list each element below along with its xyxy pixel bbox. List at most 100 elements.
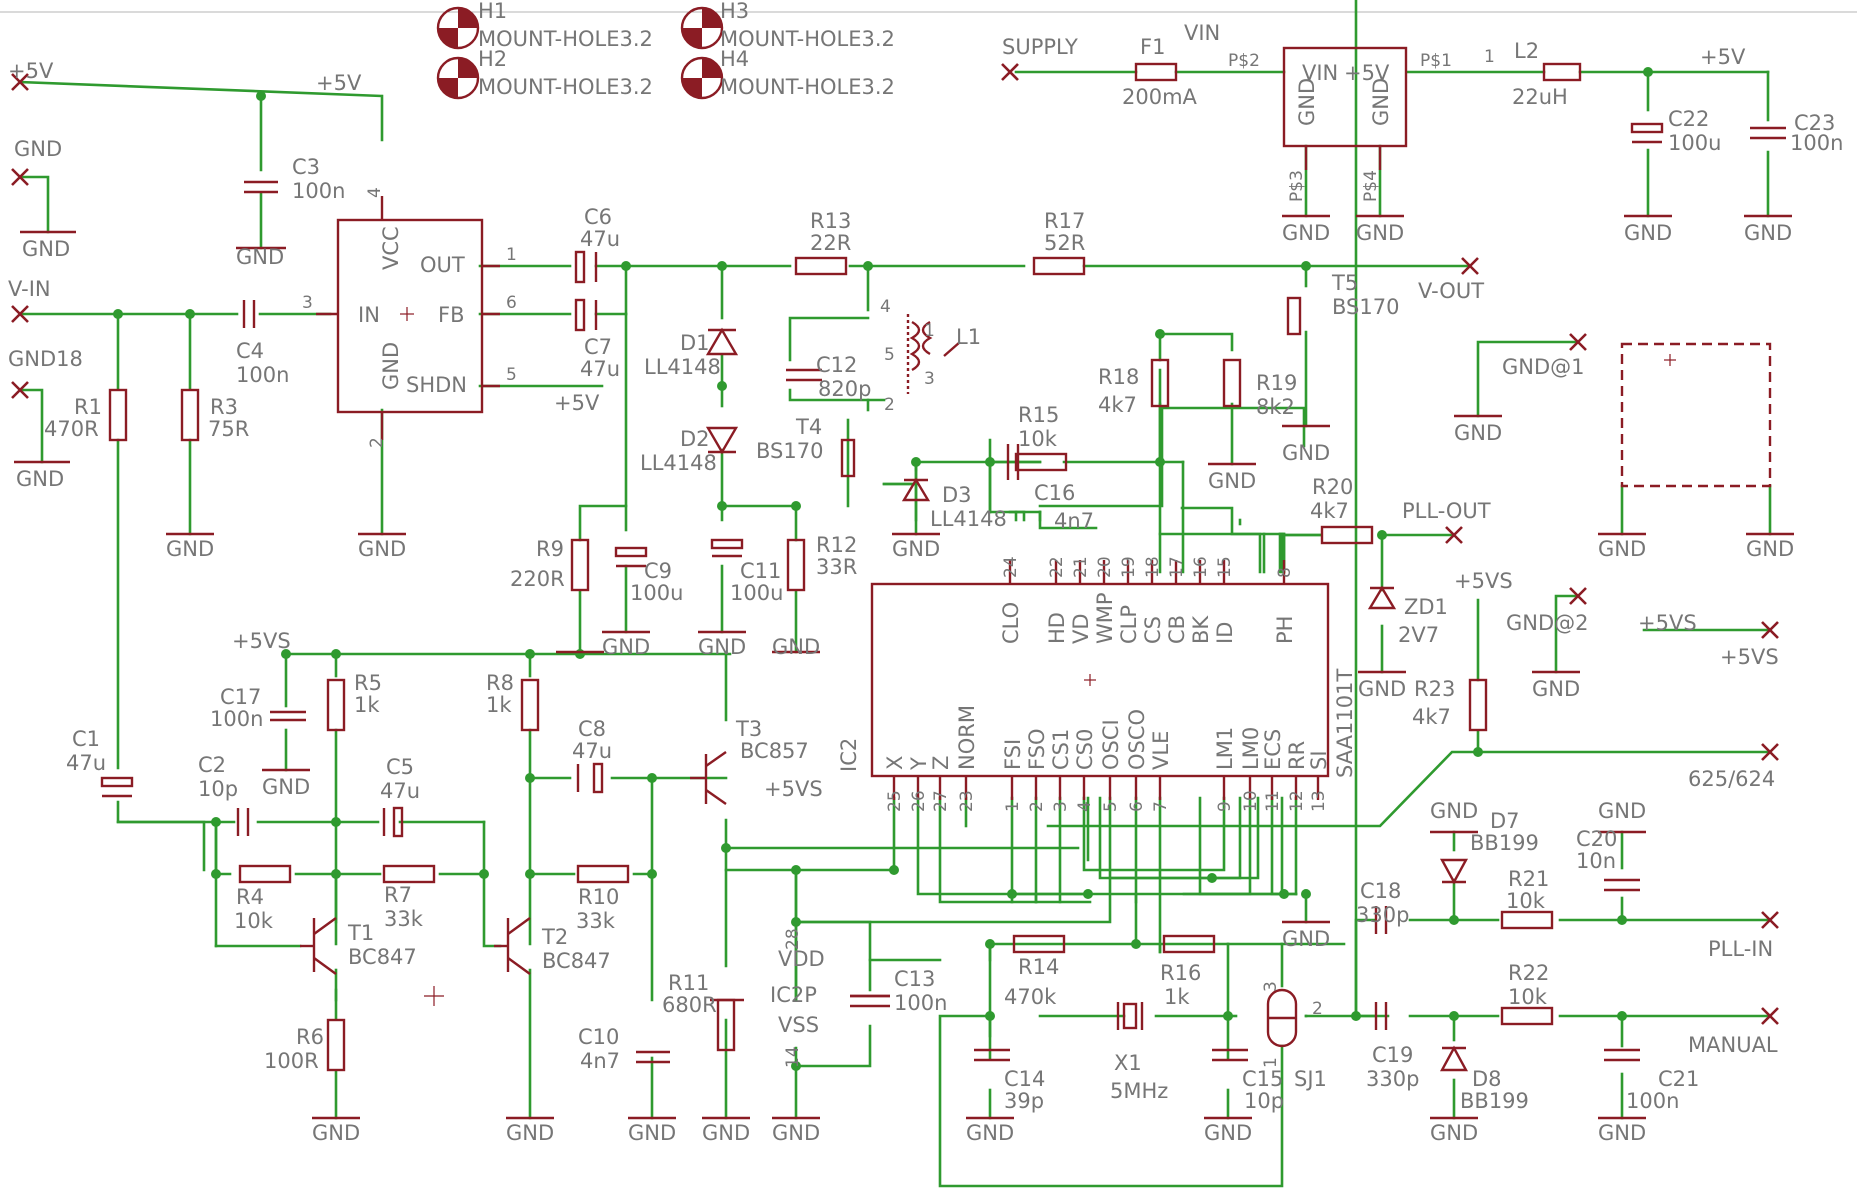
svg-text:5: 5 [506,365,517,385]
svg-text:GND: GND [1598,537,1646,561]
h4-ref: H4 [720,47,749,71]
ic2-pin-name: RR [1285,741,1309,770]
ic2-value: SAA1101T [1333,669,1357,778]
h4-value: MOUNT-HOLE3.2 [720,75,895,99]
conn-gnd18: GND18 [8,347,83,371]
svg-text:R3: R3 [210,395,238,419]
ic2-pin-number: 19 [1119,556,1139,578]
ic2-pin-name: CS [1141,616,1165,644]
svg-text:4: 4 [880,297,891,317]
svg-text:R19: R19 [1256,371,1297,395]
svg-text:GND: GND [1282,221,1330,245]
svg-text:100n: 100n [1626,1089,1679,1113]
svg-text:470R: 470R [44,417,99,441]
svg-text:1: 1 [1484,47,1495,67]
svg-text:100n: 100n [292,179,345,203]
h3-ref: H3 [720,0,749,23]
svg-text:1k: 1k [486,693,512,717]
h1-ref: H1 [478,0,507,23]
ic2-pin-number: 15 [1215,556,1235,578]
ic2-pin-name: FSI [1001,739,1025,770]
labels: H1 MOUNT-HOLE3.2 H2 MOUNT-HOLE3.2 H3 MOU… [8,0,1843,1145]
svg-text:33k: 33k [576,909,616,933]
svg-text:220R: 220R [510,567,565,591]
svg-text:2: 2 [884,395,895,415]
svg-text:+5V: +5V [1700,45,1746,69]
svg-text:10p: 10p [198,777,238,801]
ic2-pin-name: WMP [1093,592,1117,644]
svg-text:FB: FB [438,303,465,327]
svg-text:C16: C16 [1034,481,1075,505]
svg-text:GND: GND [966,1121,1014,1145]
svg-text:C23: C23 [1794,111,1835,135]
ic2-pin-number: 1 [1003,801,1023,812]
ic2-pin-name: LM1 [1213,727,1237,770]
svg-text:C20: C20 [1576,827,1617,851]
svg-text:+5VS: +5VS [232,629,291,653]
ic2-pin-number: 24 [1001,556,1021,578]
svg-text:1k: 1k [354,693,380,717]
svg-text:ZD1: ZD1 [1404,595,1448,619]
h3-value: MOUNT-HOLE3.2 [720,27,895,51]
svg-text:D7: D7 [1490,809,1520,833]
svg-text:C12: C12 [816,353,857,377]
ic2-pin-name: BK [1189,615,1213,644]
svg-text:R10: R10 [578,885,619,909]
svg-text:SHDN: SHDN [406,373,467,397]
ic2-pin-name: CS1 [1049,729,1073,770]
svg-text:R8: R8 [486,671,514,695]
svg-text:75R: 75R [208,417,249,441]
svg-text:X1: X1 [1114,1051,1142,1075]
svg-text:5MHz: 5MHz [1110,1079,1168,1103]
svg-text:4k7: 4k7 [1310,499,1349,523]
wires [18,0,1772,1188]
svg-text:BC847: BC847 [348,945,417,969]
svg-text:R23: R23 [1414,677,1455,701]
svg-text:100n: 100n [236,363,289,387]
svg-text:6: 6 [506,293,517,313]
svg-text:C18: C18 [1360,879,1401,903]
svg-text:100u: 100u [1668,131,1721,155]
svg-text:GND: GND [1295,78,1319,126]
svg-text:200mA: 200mA [1122,85,1198,109]
ic2-pin-name: FSO [1025,728,1049,770]
svg-text:5: 5 [884,345,895,365]
svg-text:VIN: VIN [1302,61,1338,85]
ic2-pin-name: CB [1165,615,1189,644]
conn-625: 625/624 [1688,767,1775,791]
conn-vin: V-IN [8,277,51,301]
svg-text:GND: GND [1624,221,1672,245]
svg-text:4n7: 4n7 [580,1049,620,1073]
svg-text:C5: C5 [386,755,414,779]
svg-text:C4: C4 [236,339,264,363]
svg-text:28: 28 [783,928,803,950]
svg-text:GND: GND [379,342,403,390]
svg-text:P$2: P$2 [1228,51,1260,71]
ic2-pin-number: 12 [1287,790,1307,812]
ic2-pin-number: 9 [1215,801,1235,812]
ic2-pin-name: VD [1069,613,1093,644]
svg-text:R14: R14 [1018,955,1059,979]
svg-text:T5: T5 [1331,271,1358,295]
h2-ref: H2 [478,47,507,71]
svg-text:GND: GND [1356,221,1404,245]
svg-text:2V7: 2V7 [1398,623,1439,647]
ic2-pin-number: 26 [909,790,929,812]
ic2-pin-name: Z [929,756,953,770]
svg-text:C19: C19 [1372,1043,1413,1067]
svg-text:10k: 10k [1506,889,1546,913]
svg-text:+5VS: +5VS [764,777,823,801]
svg-text:R13: R13 [810,209,851,233]
svg-text:GND: GND [262,775,310,799]
svg-text:+5VS: +5VS [1720,645,1779,669]
junctions [113,67,1653,1071]
svg-text:C10: C10 [578,1025,619,1049]
svg-text:680R: 680R [662,993,717,1017]
svg-text:GND: GND [16,467,64,491]
svg-text:1: 1 [924,321,935,341]
svg-text:3: 3 [924,369,935,389]
svg-text:R6: R6 [296,1025,324,1049]
svg-text:4k7: 4k7 [1412,705,1451,729]
svg-text:GND: GND [1358,677,1406,701]
